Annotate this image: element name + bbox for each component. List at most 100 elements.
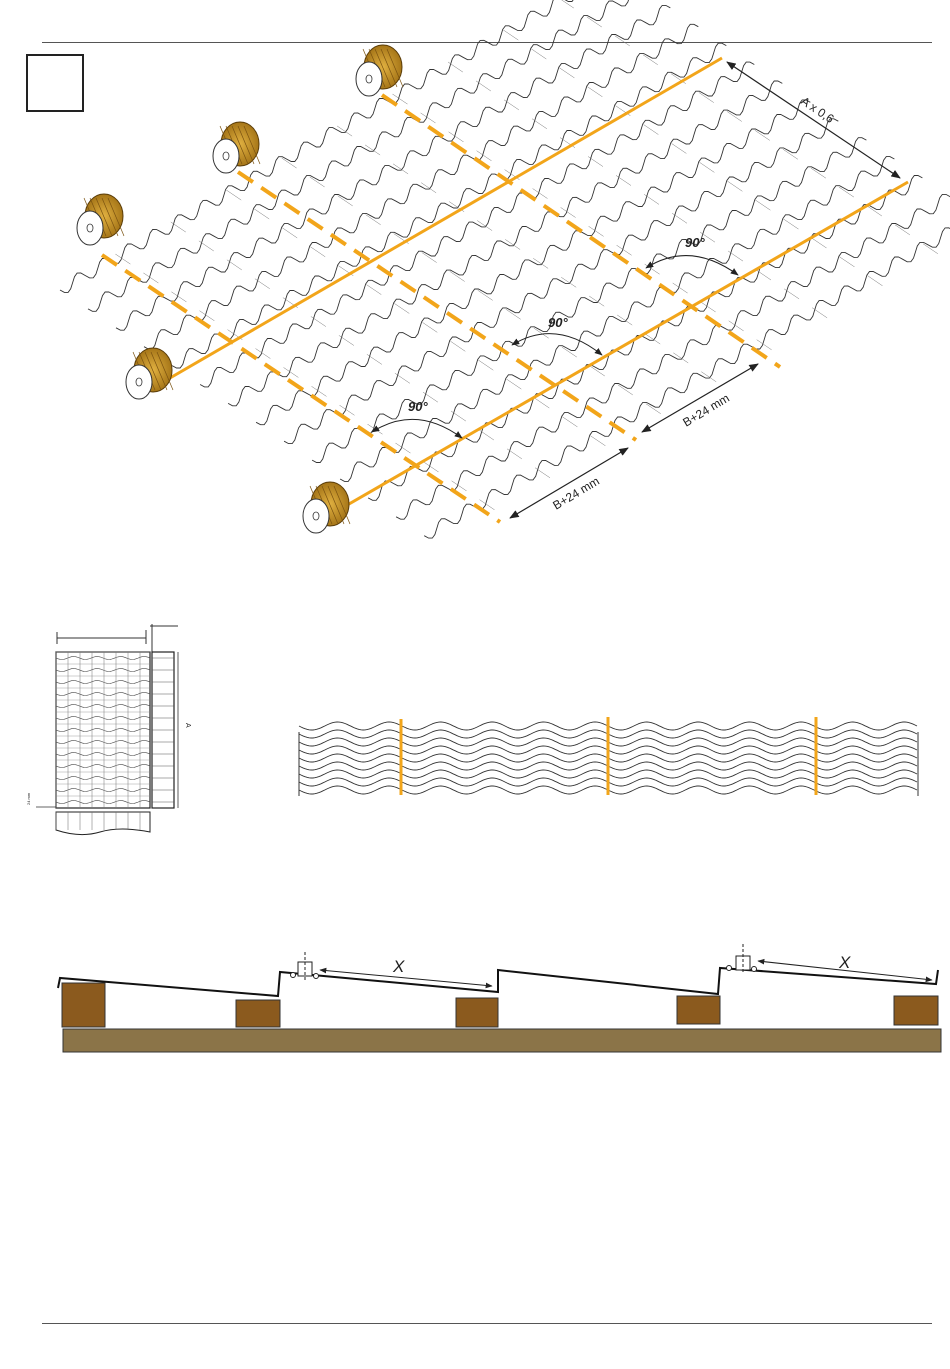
spool-hole: [87, 224, 93, 232]
tile-seam: [532, 119, 547, 129]
dimension-b-lower-label: B+24 mm: [550, 474, 602, 513]
tile-seam: [534, 328, 549, 338]
tile-seam: [451, 411, 466, 421]
tile-seam: [199, 241, 214, 251]
dimension-b-upper-label: B+24 mm: [680, 391, 732, 430]
tile-seam: [587, 87, 602, 97]
tile-seam: [699, 93, 714, 103]
tile-row: [424, 213, 950, 538]
tile-seam: [506, 379, 521, 389]
tile-row: [60, 0, 614, 292]
tile-seam: [783, 149, 798, 159]
x-label-left: X: [392, 957, 405, 976]
tile-seam: [310, 247, 325, 257]
bottom-rule: [42, 1323, 932, 1324]
tile-seam: [504, 100, 519, 110]
clip-right-nut-b: [752, 967, 757, 972]
angle-label-1: 90°: [685, 235, 705, 250]
tile-seam: [476, 81, 491, 91]
batten-1: [62, 983, 105, 1027]
clip-left-nut-b: [314, 974, 319, 979]
tile-seam: [812, 308, 827, 318]
tile-seam: [728, 181, 743, 191]
tile-seam: [479, 430, 494, 440]
solid-line-upper: [170, 58, 722, 378]
tile-seam: [643, 55, 658, 65]
tile-seam: [644, 125, 659, 135]
tile-seam: [645, 264, 660, 274]
solid-line-lower: [342, 182, 908, 508]
tile-seam: [923, 244, 938, 254]
tile-seam: [254, 209, 269, 219]
tile-seam: [672, 143, 687, 153]
tile-seam: [784, 289, 799, 299]
tile-seam: [867, 206, 882, 216]
tile-seam: [448, 62, 463, 72]
tile-seam: [811, 168, 826, 178]
tile-seam: [590, 436, 605, 446]
tile-seam: [590, 366, 605, 376]
tile-seam: [394, 303, 409, 313]
tile-seam: [587, 17, 602, 27]
tile-seam: [255, 279, 270, 289]
base-board: [63, 1029, 941, 1052]
angle-arc-2: [512, 334, 602, 355]
dimension-a-arrow: [727, 62, 900, 178]
spool-hole: [136, 378, 142, 386]
tile-seam: [535, 468, 550, 478]
spool: [126, 348, 173, 399]
tile-seam: [421, 113, 436, 123]
tile-seam: [840, 257, 855, 267]
tile-seam: [506, 309, 521, 319]
tile-seam: [644, 194, 659, 204]
tile-seam: [424, 462, 439, 472]
tile-seam: [507, 449, 522, 459]
tile-seam: [366, 215, 381, 225]
tile-seam: [615, 36, 630, 46]
tile-seam: [422, 322, 437, 332]
angle-label-3: 90°: [408, 399, 428, 414]
dashed-chalk-lines: [102, 95, 780, 522]
tile-seam: [396, 443, 411, 453]
tile-profiles: [58, 968, 938, 996]
tile-seam: [839, 187, 854, 197]
tile-seam: [562, 347, 577, 357]
tile-seam: [256, 349, 271, 359]
tile-seam: [422, 253, 437, 263]
spool: [356, 45, 403, 96]
tile-seam: [478, 290, 493, 300]
tile-seam: [503, 30, 518, 40]
tile-seam: [812, 238, 827, 248]
tile-profile-line: [58, 968, 938, 996]
wave-strip-diagram: [0, 700, 950, 810]
batten-2: [236, 1000, 280, 1027]
wave-cut-lines: [401, 717, 816, 795]
tile-seam: [895, 225, 910, 235]
tile-seam: [868, 276, 883, 286]
tile-seam: [701, 302, 716, 312]
tile-seam: [728, 251, 743, 261]
dimension-a-label: A x 0,6: [798, 94, 837, 126]
tile-seam: [784, 219, 799, 229]
batten-4: [677, 996, 720, 1024]
clip-left-nut-a: [291, 973, 296, 978]
spool-hole: [223, 152, 229, 160]
tile-seam: [618, 385, 633, 395]
tile-seam: [672, 213, 687, 223]
tile-seam: [589, 226, 604, 236]
angle-label-2: 90°: [548, 315, 568, 330]
clip-left: [291, 952, 319, 982]
tile-seam: [450, 271, 465, 281]
panel-bottom-strip: [56, 812, 150, 835]
spool-hole: [313, 512, 319, 520]
tile-seam: [338, 196, 353, 206]
tile-seam: [478, 360, 493, 370]
angle-arc-3: [372, 419, 462, 438]
batten-5: [894, 996, 938, 1025]
clip-right-body: [736, 956, 750, 970]
tile-seam: [171, 292, 186, 302]
spool-hole: [366, 75, 372, 83]
spool: [303, 482, 350, 533]
dimension-b-lower-arrow: [510, 448, 628, 518]
tile-seam: [727, 111, 742, 121]
